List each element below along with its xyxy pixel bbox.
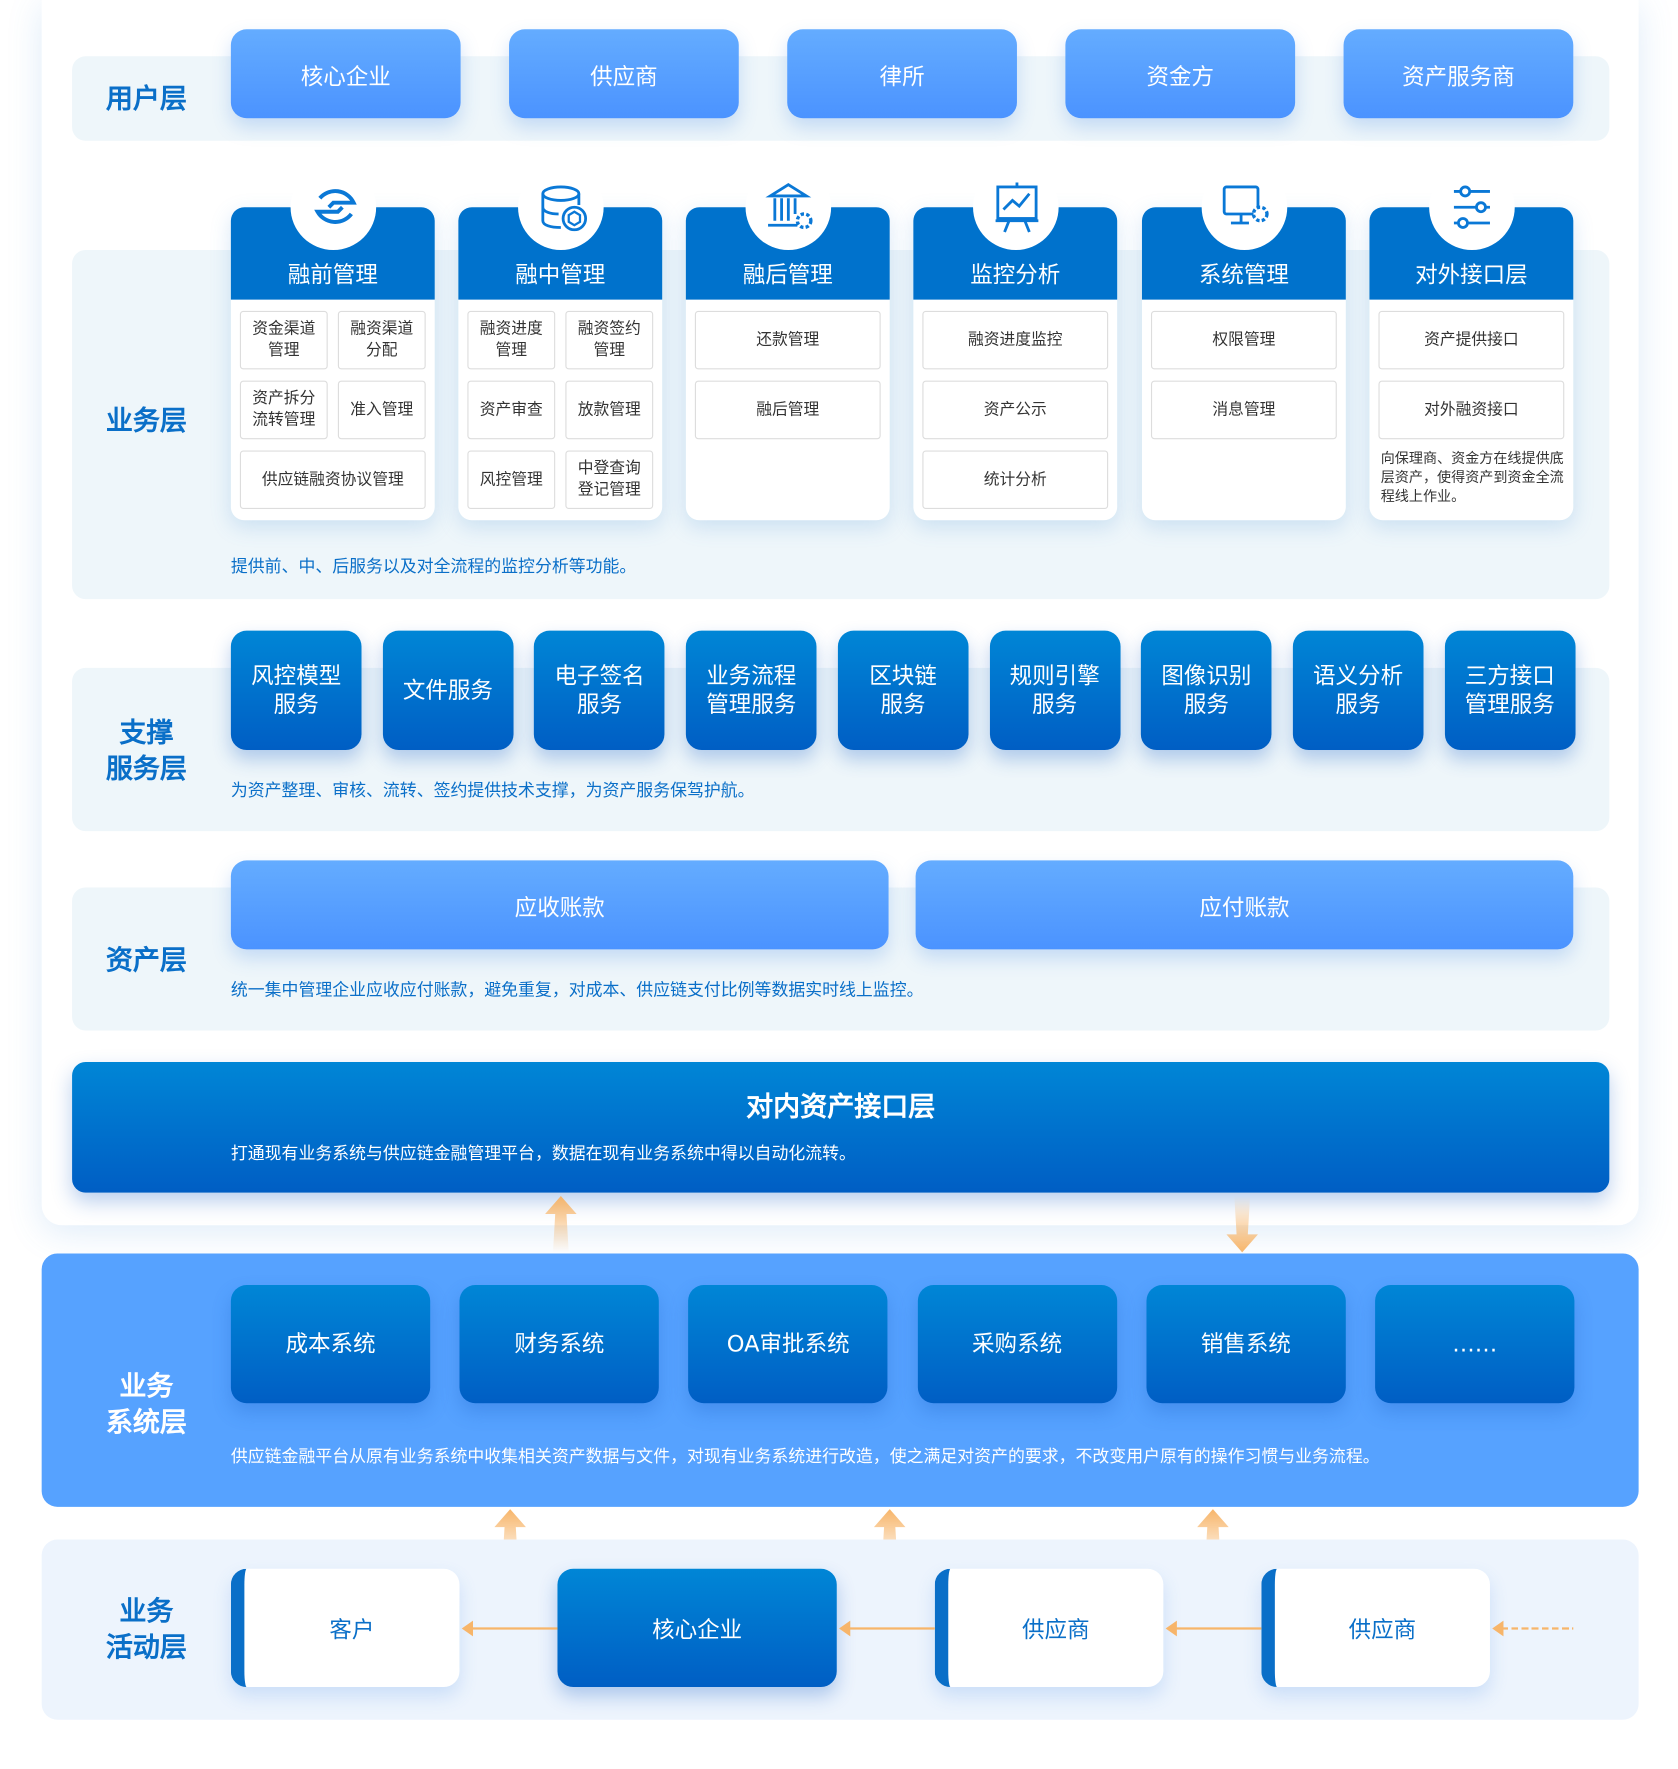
user-layer-label: 用户层 (105, 83, 187, 115)
card-item: 权限管理 (1150, 310, 1337, 370)
card-item: 融资渠道 分配 (337, 310, 426, 370)
user-type-0: 核心企业 (230, 29, 461, 119)
bank-gear-icon (764, 183, 812, 230)
card-item: 资产公示 (922, 380, 1109, 440)
support-service-1: 文件服务 (382, 630, 514, 751)
business-card-1: 融中管理融资进度 管理融资签约 管理资产审查放款管理风控管理中登查询 登记管理 (458, 164, 663, 521)
user-type-1: 供应商 (509, 29, 739, 119)
internal-interface-description: 打通现有业务系统与供应链金融管理平台，数据在现有业务系统中得以自动化流转。 (230, 1143, 856, 1164)
card-item: 消息管理 (1150, 380, 1337, 440)
business-system-4: 销售系统 (1146, 1284, 1346, 1404)
asset-layer-label: 资产层 (105, 944, 187, 977)
card-title: 对外接口层 (1369, 207, 1574, 300)
asset-receivable: 应收账款 (230, 860, 889, 950)
support-service-5: 规则引擎 服务 (989, 630, 1121, 751)
card-item: 风控管理 (467, 450, 556, 510)
activity-core-enterprise: 核心企业 (557, 1568, 837, 1688)
support-service-4: 区块链 服务 (837, 630, 969, 751)
support-service-0: 风控模型 服务 (230, 630, 362, 751)
business-system-5: …… (1375, 1284, 1575, 1404)
card-item: 供应链融资协议管理 (239, 450, 426, 510)
business-system-3: 采购系统 (917, 1284, 1117, 1404)
business-system-2: OA审批系统 (688, 1284, 888, 1404)
support-service-6: 图像识别 服务 (1141, 630, 1272, 751)
card-icon-holder (289, 164, 376, 251)
business-card-3: 监控分析融资进度监控资产公示统计分析 (913, 164, 1118, 521)
business-layer-description: 提供前、中、后服务以及对全流程的监控分析等功能。 (230, 556, 637, 577)
flow-line (848, 1627, 935, 1630)
flow-line (1174, 1627, 1262, 1630)
arrow-up-icon (545, 1196, 577, 1253)
arrow-left-icon (1492, 1620, 1504, 1637)
card-item: 准入管理 (337, 380, 426, 440)
arrow-left-icon (461, 1620, 474, 1637)
internal-interface-title: 对内资产接口层 (746, 1091, 936, 1123)
card-item: 对外融资接口 (1378, 380, 1565, 440)
sliders-icon (1453, 185, 1490, 229)
support-service-7: 语义分析 服务 (1292, 630, 1424, 751)
database-coin-icon (540, 185, 587, 232)
user-type-3: 资金方 (1065, 29, 1296, 119)
activity-customer: 客户 (230, 1568, 460, 1688)
business-card-5: 对外接口层资产提供接口对外融资接口向保理商、资金方在线提供底层资产，使得资产到资… (1369, 164, 1574, 521)
support-service-8: 三方接口 管理服务 (1444, 630, 1576, 751)
card-item: 资金渠道 管理 (239, 310, 328, 370)
card-item: 资产拆分 流转管理 (239, 380, 328, 440)
activity-supplier: 供应商 (934, 1568, 1164, 1688)
arrow-left-icon (1165, 1620, 1177, 1637)
arrow-up-icon (494, 1509, 526, 1566)
card-item: 融资进度 管理 (467, 310, 556, 370)
arrow-left-icon (839, 1620, 851, 1637)
exchange-icon (313, 189, 357, 224)
internal-interface-layer: 对内资产接口层 打通现有业务系统与供应链金融管理平台，数据在现有业务系统中得以自… (72, 1062, 1610, 1193)
arrow-up-icon (873, 1509, 906, 1566)
business-card-4: 系统管理权限管理消息管理 (1141, 164, 1346, 521)
support-service-2: 电子签名 服务 (534, 630, 665, 751)
card-icon-holder (744, 164, 831, 251)
card-item: 融资签约 管理 (565, 310, 654, 370)
card-item: 融资进度监控 (922, 310, 1109, 370)
arrow-up-icon (1197, 1509, 1229, 1566)
asset-payable: 应付账款 (915, 860, 1574, 950)
platform-panel (41, 0, 1639, 1226)
card-title: 融前管理 (230, 207, 435, 300)
business-layer-label: 业务层 (105, 405, 187, 437)
support-layer-description: 为资产整理、审核、流转、签约提供技术支撑，为资产服务保驾护航。 (230, 780, 755, 801)
card-note: 向保理商、资金方在线提供底层资产，使得资产到资金全流程线上作业。 (1380, 449, 1564, 505)
flow-line (470, 1627, 558, 1630)
system-layer-description: 供应链金融平台从原有业务系统中收集相关资产数据与文件，对现有业务系统进行改造，使… (230, 1446, 1380, 1467)
business-system-1: 财务系统 (459, 1284, 660, 1404)
card-item: 放款管理 (565, 380, 654, 440)
card-item: 资产提供接口 (1378, 310, 1565, 370)
business-card-2: 融后管理还款管理融后管理 (685, 164, 890, 521)
card-item: 融后管理 (694, 380, 881, 440)
chart-board-icon (994, 182, 1038, 233)
card-item: 统计分析 (922, 450, 1109, 510)
arrow-down-icon (1226, 1196, 1258, 1253)
card-icon-holder (517, 164, 604, 251)
monitor-gear-icon (1222, 185, 1269, 225)
user-type-2: 律所 (787, 29, 1017, 119)
business-system-0: 成本系统 (230, 1284, 431, 1404)
card-icon-holder (1428, 164, 1515, 251)
business-card-0: 融前管理资金渠道 管理融资渠道 分配资产拆分 流转管理准入管理供应链融资协议管理 (230, 164, 435, 521)
flow-line-dashed (1501, 1627, 1574, 1630)
activity-layer-label: 业务 活动层 (105, 1595, 187, 1664)
card-item: 资产审查 (467, 380, 556, 440)
system-layer-label: 业务 系统层 (105, 1370, 187, 1439)
card-item: 中登查询 登记管理 (565, 450, 654, 510)
support-layer-label: 支撑 服务层 (105, 717, 187, 785)
card-item: 还款管理 (694, 310, 881, 370)
user-type-4: 资产服务商 (1343, 29, 1574, 119)
support-service-3: 业务流程 管理服务 (685, 630, 817, 751)
activity-supplier-2: 供应商 (1261, 1568, 1490, 1688)
card-icon-holder (972, 164, 1059, 251)
card-icon-holder (1201, 164, 1287, 251)
asset-layer-description: 统一集中管理企业应收应付账款，避免重复，对成本、供应链支付比例等数据实时线上监控… (230, 979, 924, 1001)
